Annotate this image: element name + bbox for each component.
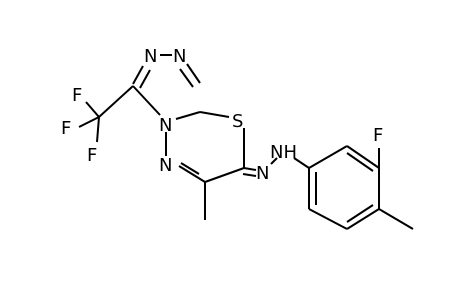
bond-c6-n5 (178, 165, 206, 183)
bond-ar4-ar5 (346, 208, 380, 230)
atom-n-thiadiazine: N (159, 155, 172, 176)
bond-cf3-f-bottom (96, 116, 100, 143)
bond-c7-n-double-b (242, 173, 257, 177)
atom-n-triazole-top-right: N (173, 46, 186, 67)
atom-n-hydrazone: N (256, 163, 269, 184)
atom-n-triazole-top-left: N (144, 46, 157, 67)
bond-n2-c8a (186, 63, 201, 84)
bond-ar2-ar3-inner (346, 152, 374, 172)
bond-c3-cf3 (98, 85, 134, 118)
bond-n2-c8a-double (179, 68, 194, 88)
bond-c7-c6 (204, 167, 245, 183)
atom-nh-hydrazone: NH (270, 142, 297, 163)
atom-n-bridgehead: N (159, 115, 172, 136)
bond-cf3-f-top (85, 101, 100, 118)
bond-c3-n1 (132, 65, 144, 85)
bond-nh-aryl (293, 157, 310, 169)
bond-ar4-methyl (378, 208, 414, 230)
bond-ar1-ar2 (308, 145, 348, 169)
atom-f-cf3-left: F (61, 118, 71, 139)
bond-n-nh (270, 157, 278, 165)
bond-c8a-s (199, 111, 230, 118)
bond-ar5-ar6 (308, 208, 348, 230)
bond-c3-n1-double (139, 69, 151, 89)
bond-ar4-ar5-inner (346, 204, 374, 223)
bond-ar2-ar3 (346, 145, 380, 169)
bond-cf3-f-left (78, 116, 100, 128)
bond-c6-n5-double (180, 162, 200, 175)
atom-f-aryl: F (373, 125, 383, 146)
bond-c7-n-double-a (243, 167, 257, 171)
bond-c8a-n4 (175, 111, 201, 120)
bond-n4-c3 (132, 85, 161, 116)
atom-s-ring: S (232, 111, 243, 132)
atom-f-cf3-bottom: F (87, 145, 97, 166)
atom-f-cf3-top: F (72, 85, 82, 106)
